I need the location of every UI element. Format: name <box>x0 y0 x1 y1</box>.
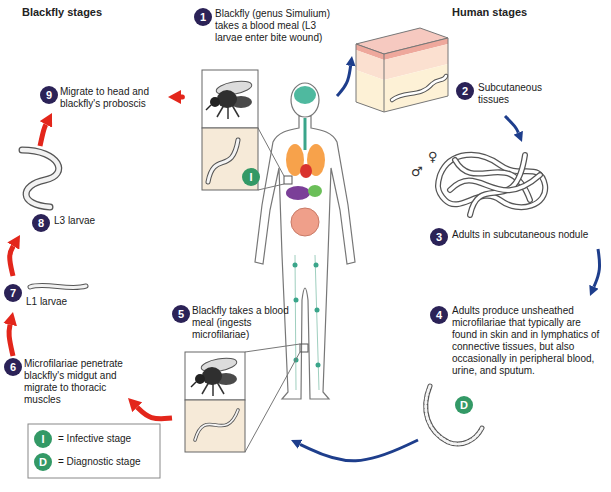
step-number: 3 <box>430 228 448 246</box>
step-number: 6 <box>4 358 22 376</box>
diagnostic-stage-mark: D <box>34 453 52 471</box>
brain <box>294 86 316 104</box>
worm-body <box>450 175 540 190</box>
legend-frame <box>28 424 160 478</box>
subcutaneous-layer <box>384 64 448 112</box>
fly-frame <box>202 70 258 128</box>
step-description: Subcutaneous tissues <box>478 82 548 106</box>
human-head <box>291 83 319 117</box>
cycle-arrow <box>10 246 14 276</box>
human-body <box>255 116 355 399</box>
trachea <box>304 118 307 150</box>
worm-outline <box>450 175 540 190</box>
step-number: 4 <box>430 306 448 324</box>
step-number: 8 <box>32 214 50 232</box>
microfilaria-outline <box>195 410 238 440</box>
cycle-arrow <box>337 66 351 96</box>
zoom-line <box>258 128 284 176</box>
step-description: L1 larvae <box>26 296 96 308</box>
step-description: Microfilariae penetrate blackfly's midgu… <box>24 358 126 406</box>
l1-larva-body <box>30 285 86 287</box>
stomach <box>308 185 322 197</box>
life-cycle-step: 4Adults produce unsheathed microfilariae… <box>418 296 606 446</box>
step-number: 9 <box>40 86 58 104</box>
worm-body <box>438 155 545 207</box>
life-cycle-step: 6Microfilariae penetrate blackfly's midg… <box>4 356 128 409</box>
step-number: 7 <box>4 284 22 302</box>
subcutaneous-layer <box>356 70 384 112</box>
lymph-node <box>293 263 298 268</box>
zoom-line <box>245 352 300 452</box>
liver <box>286 186 310 200</box>
microfilaria-body <box>195 410 238 440</box>
life-cycle-step: 7 L1 larvae <box>4 276 99 312</box>
zoom-line <box>258 184 284 190</box>
bite-site-marker <box>284 176 292 184</box>
cycle-arrow <box>594 249 600 287</box>
lymph-node <box>314 263 319 268</box>
microfilaria-body <box>426 386 482 444</box>
step-description: Blackfly takes a blood meal (ingests mic… <box>192 305 289 341</box>
step-description: Migrate to head and blackfly's proboscis <box>60 86 170 110</box>
step-description: L3 larvae <box>54 215 114 227</box>
cycle-arrow <box>137 407 172 419</box>
cycle-arrow <box>505 116 518 133</box>
lymph-node <box>315 308 320 313</box>
step-number: 2 <box>456 82 474 100</box>
cycle-arrow <box>174 95 182 100</box>
larva-in-tissue-outline <box>392 76 446 100</box>
male-symbol: ♂ <box>411 164 423 179</box>
lymph-node <box>294 298 299 303</box>
microfilaria-frame <box>185 400 245 452</box>
intestines <box>291 208 319 236</box>
female-symbol: ♀ <box>428 149 438 164</box>
life-cycle-step: 5Blackfly takes a blood meal (ingests mi… <box>172 303 291 455</box>
worm-outline <box>438 155 545 207</box>
step-description: Blackfly (genus Simulium) takes a blood … <box>215 8 335 44</box>
life-cycle-step: 9Migrate to head and blackfly's probosci… <box>40 84 174 113</box>
bite-site-marker <box>300 344 308 352</box>
step-description: Adults produce unsheathed microfilariae … <box>452 305 604 377</box>
lymph-vessel <box>295 255 319 390</box>
l1-larva-outline <box>30 285 86 287</box>
adult-worm-tangle <box>438 155 545 215</box>
life-cycle-step: 1Blackfly (genus Simulium) takes a blood… <box>194 6 337 196</box>
section-heading: Human stages <box>452 5 527 19</box>
l3-larva-body <box>208 140 238 182</box>
zoom-line <box>245 344 300 352</box>
blackfly-drawing <box>206 79 253 119</box>
infective-stage-mark: I <box>242 168 260 186</box>
fly-frame <box>185 352 245 400</box>
step-number: 1 <box>194 8 212 26</box>
cycle-arrow <box>300 440 418 461</box>
blackfly-drawing <box>191 356 238 396</box>
skin-block-edge <box>356 38 448 112</box>
step-number: 5 <box>172 305 190 323</box>
section-heading: Blackfly stages <box>22 5 102 19</box>
l3-larva-body <box>22 150 59 207</box>
microfilaria-outline <box>426 386 482 444</box>
legend-text: = Infective stage <box>58 433 131 445</box>
cycle-arrow <box>9 325 13 356</box>
life-cycle-step: 8 L3 larvae <box>8 146 116 235</box>
l3-larva-outline <box>208 140 238 182</box>
larva-in-tissue-body <box>392 76 446 100</box>
life-cycle-step: 2Subcutaneous tissues <box>352 24 550 116</box>
l3-larva-outline <box>22 150 59 207</box>
diagnostic-stage-mark: D <box>455 396 473 414</box>
cycle-arrow <box>40 124 46 146</box>
legend-text: = Diagnostic stage <box>58 456 141 468</box>
heart <box>300 164 312 178</box>
lymph-node <box>316 363 321 368</box>
infective-stage-mark: I <box>34 430 52 448</box>
step-description: Adults in subcutaneous nodule <box>452 229 602 241</box>
